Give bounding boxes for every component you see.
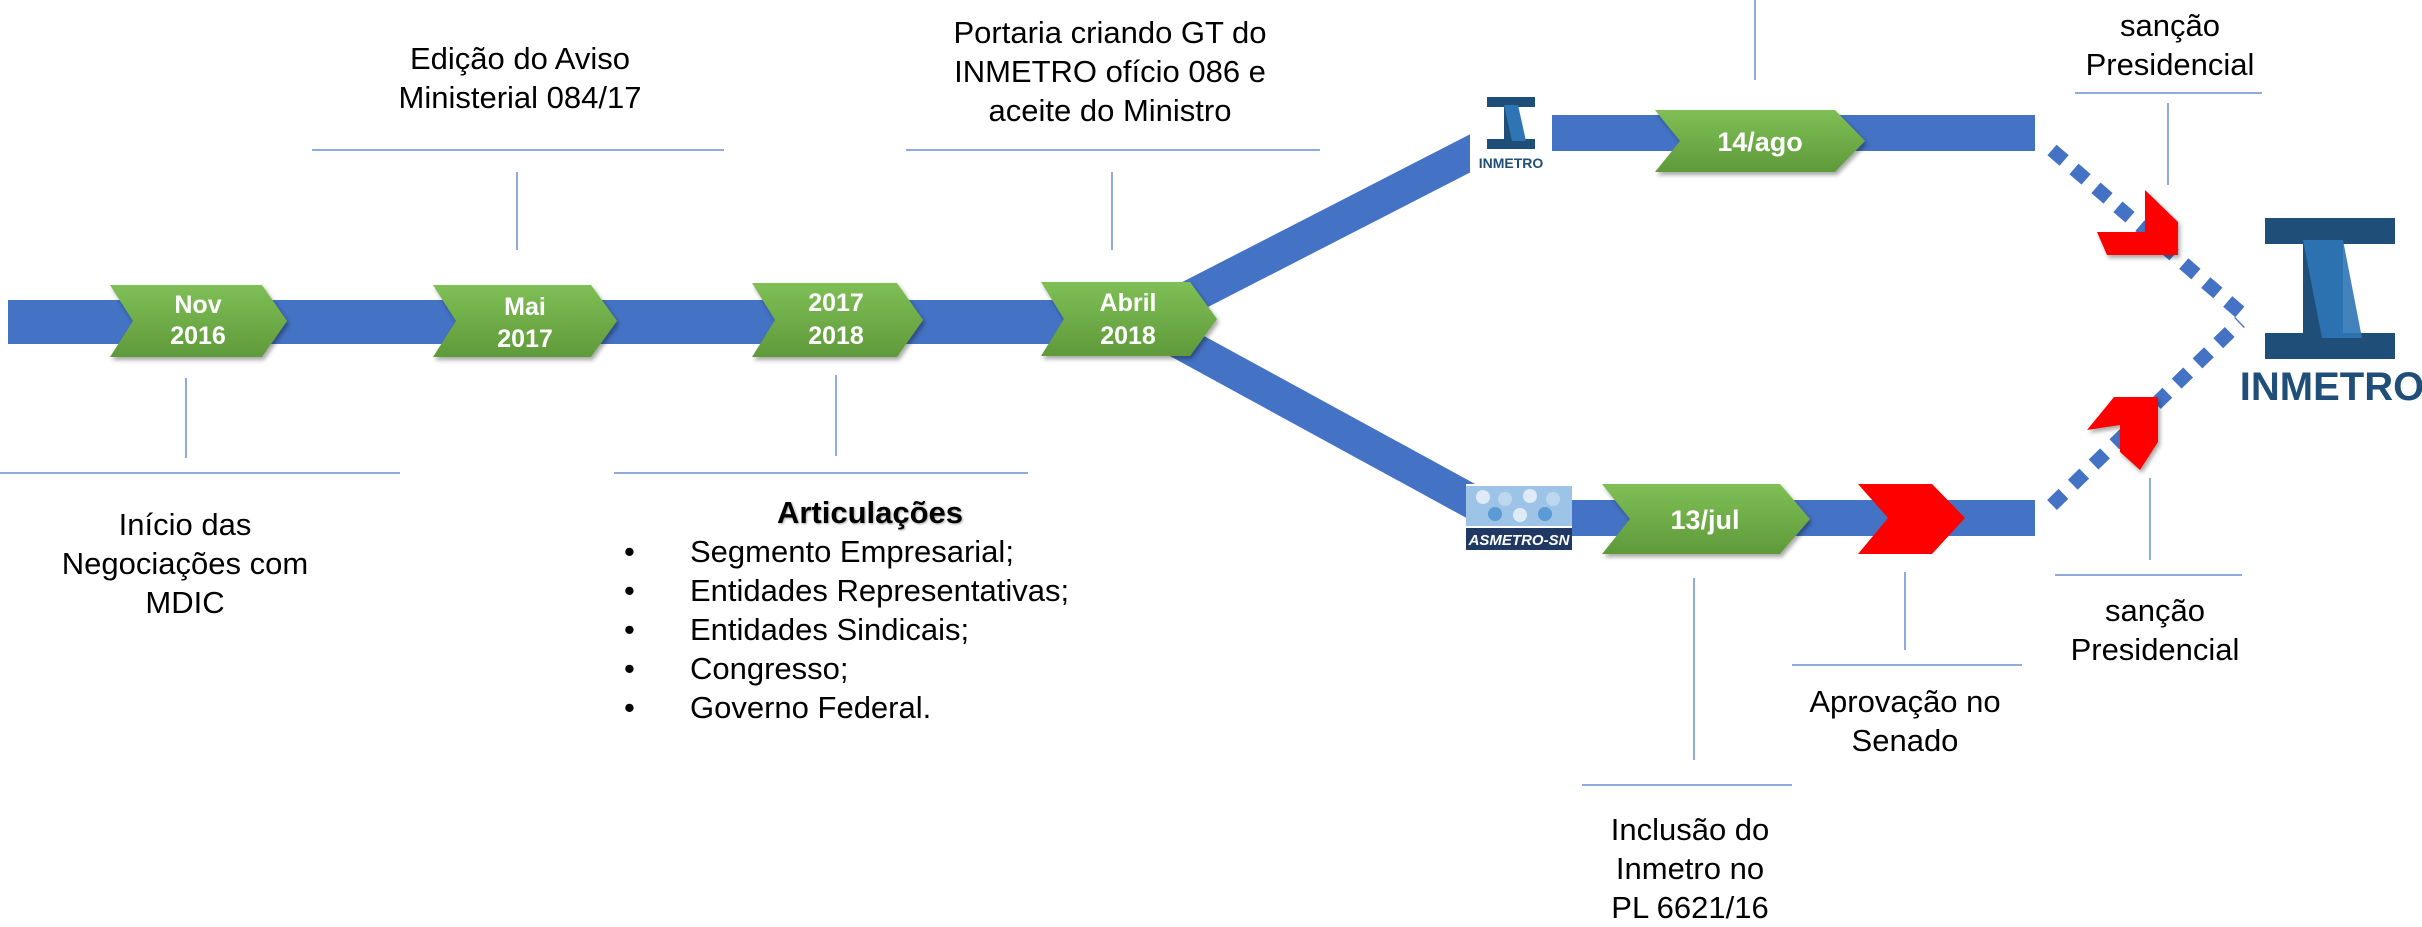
milestone-4-line1: Abril [1100,289,1157,317]
date-top-label: 14/ago [1717,127,1803,157]
svg-text:INMETRO: INMETRO [1479,155,1544,171]
list-item: Entidades Sindicais; [610,610,1130,649]
milestone-chevron-4 [1041,282,1217,356]
label-sancao-top: sanção Presidencial [2085,8,2255,82]
articulacoes-block: Articulações Segmento Empresarial; Entid… [610,493,1130,727]
label-portaria: Portaria criando GT do INMETRO ofício 08… [953,15,1267,128]
svg-text:INMETRO: INMETRO [2240,365,2422,409]
milestone-3-line2: 2018 [808,322,864,350]
milestone-chevron-3 [752,283,923,357]
milestone-1-line2: 2016 [170,322,226,350]
lower-branch [1156,319,1489,521]
date-chevron-top [1655,110,1865,172]
articulacoes-list: Segmento Empresarial; Entidades Represen… [610,532,1130,727]
red-arrow-bottom [2087,397,2158,470]
asmetro-logo: ASMETRO-SN [1466,484,1572,556]
inmetro-big-logo: INMETRO [2240,218,2422,409]
milestone-2-line2: 2017 [497,325,553,353]
label-sancao-bottom: sanção Presidencial [2070,593,2240,667]
list-item: Governo Federal. [610,688,1130,727]
date-bottom-label: 13/jul [1670,505,1739,535]
red-arrow-top [2097,190,2178,255]
list-item: Segmento Empresarial; [610,532,1130,571]
milestone-4-line2: 2018 [1100,322,1156,350]
articulacoes-title: Articulações [776,495,964,530]
date-chevron-bottom [1602,484,1810,554]
label-aviso-ministerial: Edição do Aviso Ministerial 084/17 [398,41,642,115]
red-chevron-bottom [1858,484,1965,554]
label-inicio-negociacoes: Início das Negociações com MDIC [61,507,309,620]
milestone-3-line1: 2017 [808,289,864,317]
inmetro-small-logo: INMETRO [1470,90,1552,172]
svg-text:ASMETRO-SN: ASMETRO-SN [1468,532,1571,549]
milestone-chevron-1 [110,285,287,357]
list-item: Congresso; [610,649,1130,688]
milestone-chevron-2 [433,285,617,357]
milestone-1-line1: Nov [174,291,221,319]
milestone-2-line1: Mai [504,293,546,321]
label-aprovacao-senado: Aprovação no Senado [1809,684,2001,758]
upper-branch [1157,122,1508,326]
connector-lines [0,0,2262,786]
label-inclusao-pl: Inclusão do Inmetro no PL 6621/16 [1610,812,1770,925]
list-item: Entidades Representativas; [610,571,1130,610]
